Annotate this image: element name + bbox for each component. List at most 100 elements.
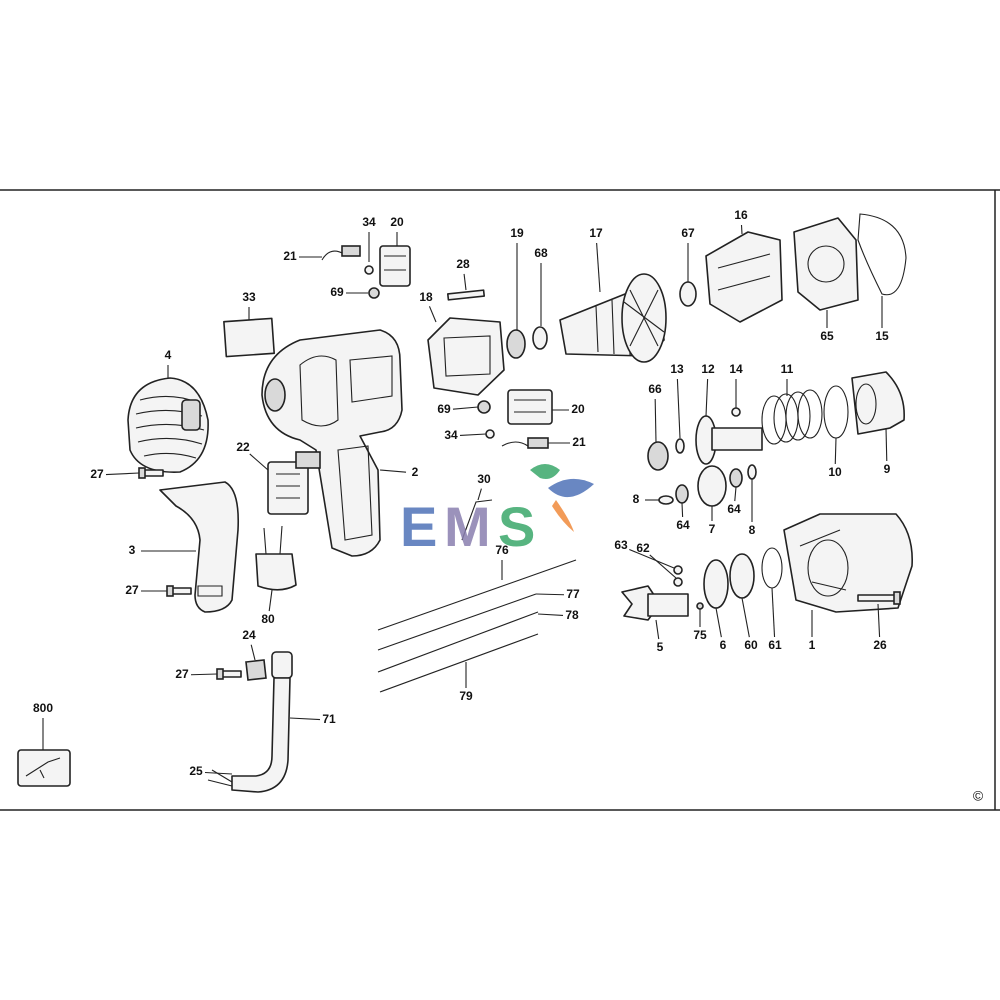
part-gasket-15 [857,213,907,296]
part-kit-box [17,749,71,787]
part-number-label: 65 [820,329,834,343]
part-number-label: 5 [657,640,664,654]
svg-text:E: E [400,495,437,558]
part-brush-holder-lower [507,389,553,425]
leader-line [705,378,709,417]
svg-text:S: S [498,495,535,558]
part-number-label: 13 [670,362,684,376]
leader-line [654,398,657,443]
ems-watermark: E M S [400,464,594,558]
part-gear-cover-65 [793,217,859,311]
part-number-label: 16 [734,208,748,222]
part-number-label: 27 [125,583,139,597]
svg-text:M: M [444,495,491,558]
part-lead-30 [461,499,493,541]
part-brush-spring-upper [321,250,345,261]
leader-line [452,406,479,410]
part-gear-7 [697,465,727,507]
part-number-label: 7 [709,522,716,536]
part-screw-26 [857,591,901,605]
leader-line [877,603,881,638]
part-pin-75 [696,602,704,610]
leader-line [289,717,321,721]
part-carbon-brush-lower [527,437,549,449]
part-lead-79 [379,633,539,693]
part-motor-housing [261,329,403,557]
part-cable-sleeve [231,651,293,793]
part-number-label: 800 [33,701,53,715]
part-handle [159,481,240,613]
part-ring-10 [823,385,849,439]
part-o-ring-61 [761,547,783,589]
part-number-label: 1 [809,638,816,652]
part-bearing-64b [729,468,743,488]
part-number-label: 78 [565,608,579,622]
leader-line [681,502,684,518]
part-capacitor [255,525,297,591]
leader-line [477,488,482,501]
leader-line [249,453,269,471]
part-number-label: 4 [165,348,172,362]
part-number-label: 26 [873,638,887,652]
part-number-label: 33 [242,290,256,304]
screw-icon [166,585,192,597]
leader-line [734,486,737,502]
part-screw-lower [485,429,495,439]
part-number-label: 34 [362,215,376,229]
part-number-label: 67 [681,226,695,240]
leader-line [740,224,743,235]
leader-line [715,607,722,638]
part-spindle-12 [695,415,763,465]
leader-lines [42,224,888,775]
leader-line [629,548,675,569]
part-number-label: 21 [572,435,586,449]
part-spring-62 [673,577,683,587]
part-number-label: 15 [875,329,889,343]
part-bearing-upper [368,287,380,299]
part-number-label: 66 [648,382,662,396]
part-pin-28 [446,289,486,301]
part-washer-13 [675,438,685,454]
part-label-plate [223,317,275,358]
leader-line [537,613,564,617]
part-number-label: 11 [781,362,794,376]
part-cable-clamp [245,659,267,681]
part-number-label: 14 [729,362,743,376]
part-field-coil [427,317,505,396]
part-washer-68 [532,326,548,350]
part-brush-spring-lower [501,441,529,447]
part-number-label: 62 [636,541,650,555]
part-number-label: 6 [720,638,727,652]
part-washer-6 [703,559,729,609]
part-number-label: 64 [676,518,690,532]
part-lead-76 [377,559,577,631]
part-fan-cover [127,377,209,473]
part-number-label: 27 [90,467,104,481]
leader-line [676,378,681,439]
leader-line [105,472,140,476]
leader-line [771,587,776,638]
part-number-label: 17 [589,226,603,240]
part-fan-baffle [705,231,783,323]
leader-line [535,593,565,596]
leader-line [649,554,677,579]
part-number-label: 68 [534,246,548,260]
leader-line [190,673,218,676]
part-armature-bearing [506,329,526,359]
leader-line [204,771,233,775]
part-number-label: 10 [828,465,842,479]
screw-icon [216,668,242,680]
part-number-label: 12 [701,362,715,376]
part-number-label: 30 [477,472,491,486]
part-switch [267,451,321,515]
part-bearing-lower [477,400,491,414]
leader-line [596,242,601,293]
part-anvil-5 [621,585,689,621]
part-bushing-60 [729,553,755,599]
part-number-label: 24 [242,628,256,642]
leader-line [459,433,487,437]
part-number-label: 19 [510,226,524,240]
leader-line [655,619,660,640]
part-number-label: 63 [614,538,628,552]
